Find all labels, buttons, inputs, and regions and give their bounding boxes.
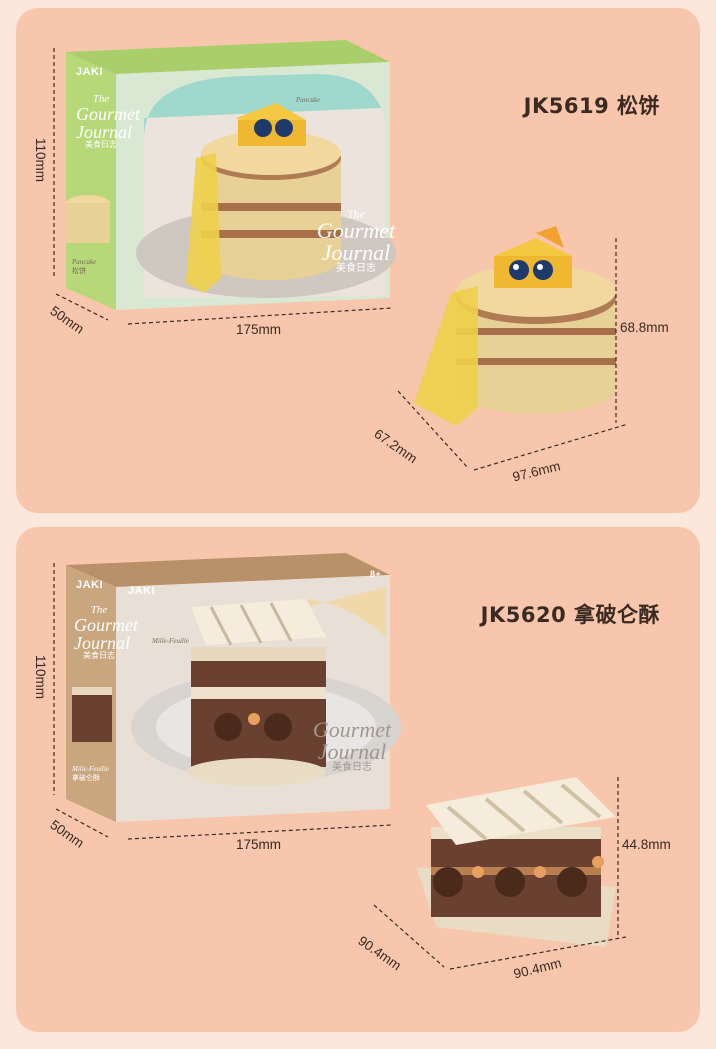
box-side-product: Pancake 松饼 (72, 258, 96, 276)
box-logo-front: JAKI (128, 585, 156, 597)
side-product-cn: 松饼 (72, 267, 86, 275)
mille-feuille-illustration (53, 553, 627, 970)
box-width-label: 175mm (236, 837, 282, 852)
brand-line1: The (90, 604, 108, 616)
brand-line2: Gourmet (316, 218, 396, 243)
brand-line2: Gourmet (74, 615, 138, 635)
box-brand-front: Gourmet Journal 美食日志 (312, 719, 392, 773)
box-width-label: 175mm (236, 322, 282, 337)
brand-line1: The (92, 93, 110, 105)
product-title: JK5620 拿破仑酥 (480, 603, 660, 627)
brand-line2: Gourmet (312, 717, 392, 742)
brand-cn: 美食日志 (83, 651, 115, 660)
model-height-label: 68.8mm (620, 320, 669, 335)
box-brand-side: The Gourmet Journal 美食日志 (76, 93, 140, 149)
box-height-label: 110mm (33, 655, 48, 700)
brand-cn: 美食日志 (332, 762, 372, 773)
brand-cn: 美食日志 (85, 140, 117, 149)
box-logo-side: JAKI (76, 579, 104, 591)
box-side-product: Mille-Feuille 拿破仑酥 (72, 765, 109, 783)
product-title: JK5619 松饼 (523, 94, 660, 118)
box-height-label: 110mm (33, 138, 48, 183)
box-product-en: Pancake (296, 96, 321, 104)
brand-line3: Journal (74, 633, 130, 653)
product-card-mille-feuille: JK5620 拿破仑酥 (16, 527, 700, 1032)
pancake-illustration (53, 40, 629, 471)
brand-cn: 美食日志 (336, 263, 376, 274)
box-logo: JAKI (76, 66, 104, 78)
side-product-en: Mille-Feuille (72, 765, 109, 773)
product-card-pancake: JK5619 松饼 (16, 8, 700, 513)
brand-line3: Journal (317, 739, 387, 764)
box-brand-side: The Gourmet Journal 美食日志 (74, 604, 138, 660)
side-product-cn: 拿破仑酥 (72, 774, 100, 782)
side-product-en: Pancake (72, 258, 97, 266)
box-brand-front: The Gourmet Journal 美食日志 (316, 208, 396, 274)
brand-line2: Gourmet (76, 104, 140, 124)
brand-line3: Journal (321, 240, 391, 265)
box-age: 8+ (370, 569, 382, 579)
box-product-en: Mille-Feuille (152, 637, 189, 645)
model-height-label: 44.8mm (622, 837, 671, 852)
brand-line3: Journal (76, 122, 132, 142)
brand-line1: The (347, 207, 365, 221)
